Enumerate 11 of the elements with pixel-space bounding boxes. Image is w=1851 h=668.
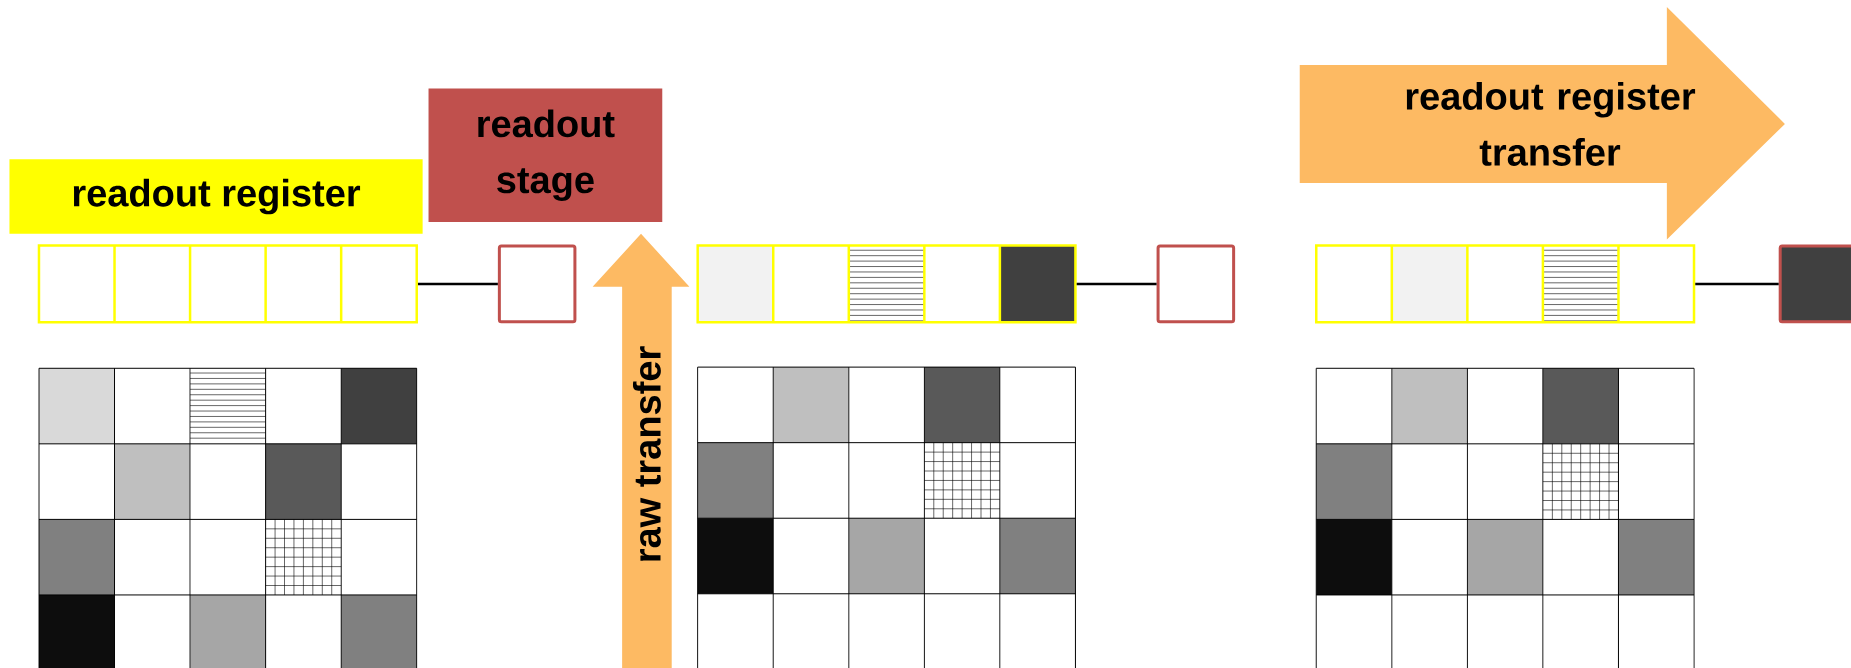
connector-line [418, 282, 498, 286]
connector-line [1695, 282, 1779, 286]
label-box: readout stage [428, 88, 663, 222]
readout-register [1315, 244, 1696, 324]
connector-line [1076, 282, 1157, 286]
readout-stage-box [1778, 244, 1851, 324]
readout-stage-box [1156, 244, 1236, 324]
label-box: readout register [9, 159, 423, 234]
readout-register [37, 244, 418, 324]
readout-register [696, 244, 1077, 324]
readout-stage-box [497, 244, 577, 324]
